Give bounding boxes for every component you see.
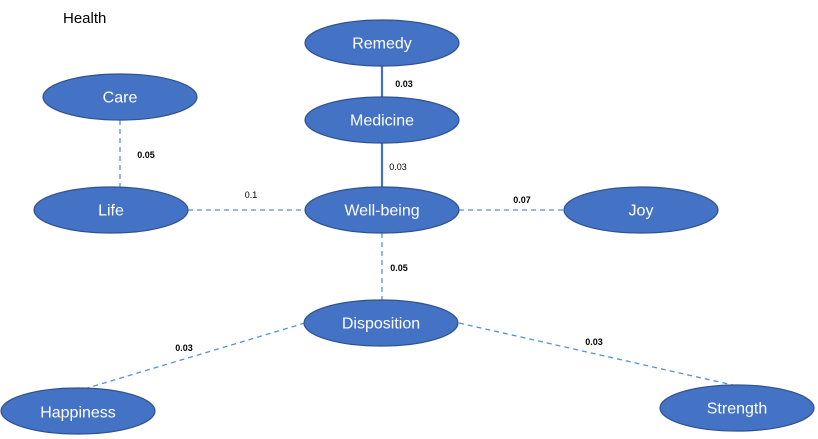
edge-label-wellbeing-joy: 0.07 <box>513 195 531 205</box>
node-disposition[interactable]: Disposition <box>303 299 459 347</box>
edge-label-disposition-strength: 0.03 <box>585 337 603 347</box>
edge-label-remedy-medicine: 0.03 <box>395 79 413 89</box>
node-care-shape <box>42 73 198 121</box>
node-wellbeing-shape <box>304 186 460 234</box>
edge-label-care-life: 0.05 <box>137 150 155 160</box>
edge-disposition-strength <box>458 322 738 387</box>
node-joy-shape <box>563 186 719 234</box>
node-remedy[interactable]: Remedy <box>304 19 460 67</box>
node-remedy-shape <box>304 19 460 67</box>
node-remedy-label: Remedy <box>352 36 412 53</box>
node-wellbeing[interactable]: Well-being <box>304 186 460 234</box>
node-strength-shape <box>659 384 815 432</box>
edge-label-medicine-wellbeing: 0.03 <box>389 162 407 172</box>
node-care[interactable]: Care <box>42 73 198 121</box>
diagram-title: Health <box>63 10 106 27</box>
edge-disposition-happiness <box>83 322 306 390</box>
node-wellbeing-label: Well-being <box>344 203 419 220</box>
node-life-label: Life <box>98 203 124 220</box>
node-happiness-shape <box>0 387 156 435</box>
node-life[interactable]: Life <box>33 186 189 234</box>
node-joy[interactable]: Joy <box>563 186 719 234</box>
node-medicine-shape <box>304 96 460 144</box>
node-disposition-label: Disposition <box>342 316 420 333</box>
node-joy-label: Joy <box>629 203 654 220</box>
node-medicine[interactable]: Medicine <box>304 96 460 144</box>
node-strength-label: Strength <box>707 401 767 418</box>
edge-label-life-wellbeing: 0.1 <box>245 190 258 200</box>
node-happiness-label: Happiness <box>40 405 116 422</box>
node-life-shape <box>33 186 189 234</box>
edge-label-wellbeing-disposition: 0.05 <box>390 263 408 273</box>
edge-label-disposition-happiness: 0.03 <box>175 343 193 353</box>
node-disposition-shape <box>303 299 459 347</box>
node-strength[interactable]: Strength <box>659 384 815 432</box>
node-happiness[interactable]: Happiness <box>0 387 156 435</box>
node-medicine-label: Medicine <box>350 113 414 130</box>
node-care-label: Care <box>103 90 138 107</box>
